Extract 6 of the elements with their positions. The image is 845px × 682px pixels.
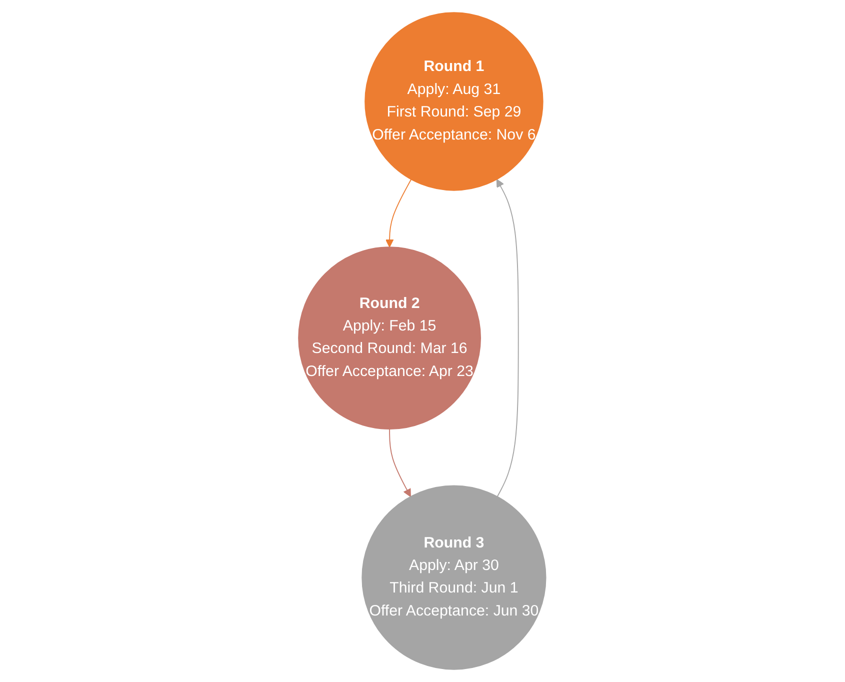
arrow xyxy=(496,179,520,498)
node-circle: Round 1 Apply: Aug 31 First Round: Sep 29 Offer Acceptance: Nov 6 xyxy=(364,12,544,191)
arrow xyxy=(389,428,412,497)
arrow xyxy=(386,178,412,248)
node-circle: Round 2 Apply: Feb 15 Second Round: Mar 16 Offer Acceptance: Apr 23 xyxy=(298,246,482,430)
node-circle: Round 3 Apply: Apr 30 Third Round: Jun 1 Offer Acceptance: Jun 30 xyxy=(362,485,547,670)
